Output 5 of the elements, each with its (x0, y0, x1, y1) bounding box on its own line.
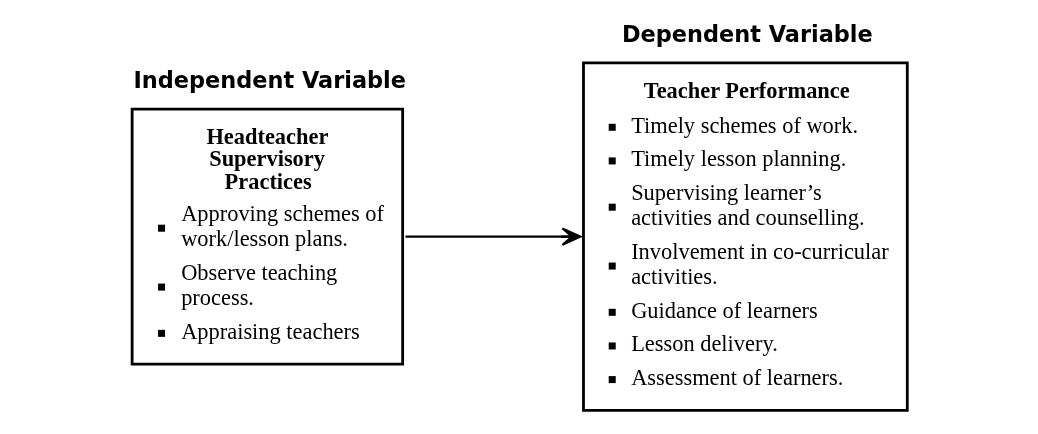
node-label: Dependent Variable (622, 20, 873, 47)
arrow (405, 227, 582, 246)
node-box: Teacher Performance Timely schemes of work. Timely lesson planning. Supervising learner’s activities and counselling. Involvement in co-curricular activities. Guidance of learners Lesson delivery. Assessment of learners. (582, 61, 909, 412)
node-box: Headteacher Supervisory Practices Approving schemes of work/lesson plans. Observe teaching process. Appraising teachers (130, 107, 405, 366)
node-label: Independent Variable (133, 66, 406, 93)
